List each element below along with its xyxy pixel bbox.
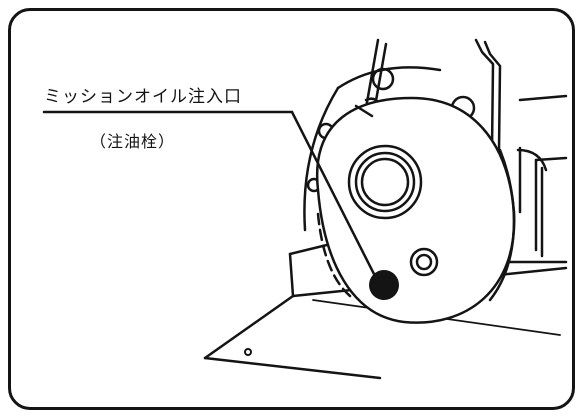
shaft-boss-outer [347, 144, 423, 220]
illustration-frame [8, 8, 575, 410]
callout-leader-line [290, 110, 378, 280]
shaft-boss-inner [360, 157, 410, 207]
side-housing [506, 94, 568, 264]
oil-filler-plug [369, 270, 399, 300]
base-bolt-hole [244, 348, 252, 356]
oil-inlet-label: ミッションオイル注入口 [44, 87, 242, 107]
shaft-boss-middle [354, 151, 416, 213]
rear-flange-top [336, 66, 442, 90]
transmission-case-cover [315, 96, 516, 324]
oil-plug-sublabel: （注油栓） [90, 132, 176, 151]
drain-boss [409, 247, 439, 277]
drain-boss-inner [415, 253, 433, 271]
case-cover-hidden-edge [316, 212, 352, 298]
rear-flange-edge [303, 86, 340, 232]
case-cover-rim [488, 148, 516, 302]
